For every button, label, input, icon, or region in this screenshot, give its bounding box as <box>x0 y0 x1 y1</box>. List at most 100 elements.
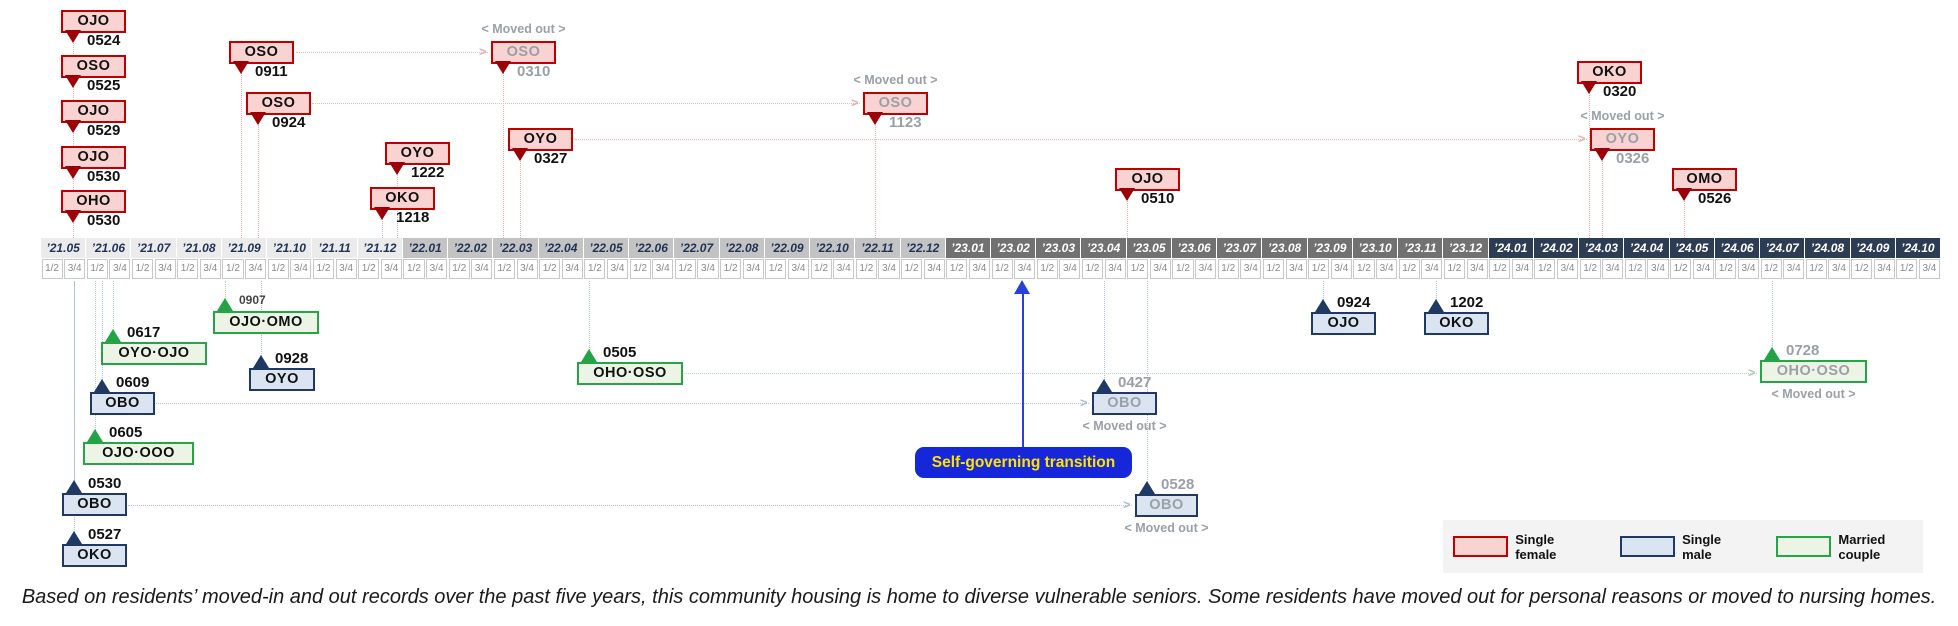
move-date-label: 0327 <box>534 150 568 167</box>
half-cell: 3/4 <box>290 259 312 279</box>
half-cell: 3/4 <box>1014 259 1036 279</box>
timeline-connector-line <box>1684 198 1685 238</box>
timeline-connector-line <box>74 281 75 532</box>
arrow-right-icon: > <box>1578 131 1586 146</box>
move-out-connector-line <box>156 403 1089 404</box>
half-cell: 1/2 <box>584 259 606 279</box>
half-cell: 3/4 <box>1240 259 1262 279</box>
move-date-label: 0524 <box>87 32 121 49</box>
moved-out-box: OYO <box>1590 128 1655 151</box>
move-date-label: 0527 <box>88 526 122 543</box>
moved-out-label: < Moved out > <box>1771 387 1856 401</box>
month-cell: ’23.01 <box>945 238 990 258</box>
half-cell: 3/4 <box>1602 259 1624 279</box>
timeline-connector-line <box>1147 281 1148 482</box>
move-date-label: 0911 <box>255 63 288 80</box>
move-marker-triangle-icon <box>65 30 81 43</box>
move-in-box: OKO <box>370 187 435 210</box>
move-in-box: OSO <box>246 92 311 115</box>
timeline-connector-line <box>1104 281 1105 380</box>
month-cell: ’22.04 <box>538 238 583 258</box>
half-cell: 1/2 <box>222 259 244 279</box>
half-cell: 3/4 <box>833 259 855 279</box>
month-cell: ’24.04 <box>1624 238 1669 258</box>
half-cell: 1/2 <box>177 259 199 279</box>
timeline-connector-line <box>1323 281 1324 300</box>
legend-item-single-male: Single male <box>1619 531 1748 562</box>
half-cell: 3/4 <box>697 259 719 279</box>
half-cell: 1/2 <box>901 259 923 279</box>
month-cell: ’22.08 <box>719 238 764 258</box>
move-date-label: 0609 <box>116 374 150 391</box>
half-cell: 1/2 <box>1851 259 1873 279</box>
month-cell: ’23.03 <box>1036 238 1081 258</box>
half-cell: 3/4 <box>64 259 86 279</box>
half-cell: 1/2 <box>539 259 561 279</box>
move-in-box: OBO <box>90 392 155 415</box>
timeline-connector-line <box>1436 281 1437 300</box>
half-cell: 3/4 <box>1421 259 1443 279</box>
move-in-box: OJO <box>61 10 126 33</box>
arrow-right-icon: > <box>851 95 859 110</box>
move-out-connector-line <box>575 139 1587 140</box>
half-cell: 1/2 <box>358 259 380 279</box>
half-cell: 3/4 <box>245 259 267 279</box>
half-cell: 3/4 <box>878 259 900 279</box>
legend-label: Single male <box>1682 531 1722 562</box>
half-cell: 1/2 <box>1579 259 1601 279</box>
half-cell: 1/2 <box>131 259 154 279</box>
moved-out-box: OBO <box>1135 494 1198 517</box>
move-date-label: 0924 <box>1337 294 1371 311</box>
half-cell: 1/2 <box>1127 259 1149 279</box>
timeline-connector-line <box>875 122 876 238</box>
moved-out-box: OBO <box>1092 392 1157 415</box>
move-date-label: 0427 <box>1118 374 1152 391</box>
move-marker-triangle-icon <box>66 480 82 493</box>
half-cell: 3/4 <box>1104 259 1126 279</box>
month-cell: ’23.09 <box>1307 238 1352 258</box>
month-cell: ’22.05 <box>583 238 629 258</box>
moved-out-box: OHO·OSO <box>1760 360 1867 383</box>
half-cell: 1/2 <box>267 259 289 279</box>
move-date-label: 0907 <box>239 293 266 307</box>
move-in-box: OYO <box>508 128 573 151</box>
move-marker-triangle-icon <box>495 61 511 74</box>
half-cell: 3/4 <box>1918 259 1940 279</box>
half-cell: 3/4 <box>1783 259 1805 279</box>
timeline-connector-line <box>225 281 226 299</box>
legend-label: Single female <box>1515 531 1557 562</box>
move-date-label: 0320 <box>1603 83 1637 100</box>
half-cell: 3/4 <box>1330 259 1352 279</box>
move-marker-triangle-icon <box>94 379 110 392</box>
move-in-box: OJO <box>1115 168 1180 191</box>
move-date-label: 0310 <box>517 63 551 80</box>
month-cell: ’22.07 <box>674 238 719 258</box>
legend-item-single-female: Single female <box>1453 532 1592 562</box>
single-female-swatch-icon <box>1453 536 1509 557</box>
move-in-box: OSO <box>229 41 294 64</box>
arrow-right-icon: > <box>1080 395 1088 410</box>
move-marker-triangle-icon <box>65 210 81 223</box>
half-cell: 3/4 <box>380 259 402 279</box>
moved-out-label: < Moved out > <box>1082 419 1167 433</box>
move-date-label: 1123 <box>889 114 922 131</box>
month-cell: ’22.11 <box>855 238 900 258</box>
move-in-box: OJO <box>61 146 126 169</box>
move-in-box: OMO <box>1672 168 1737 191</box>
arrow-up-icon <box>1014 280 1030 294</box>
move-in-box: OHO <box>61 190 126 213</box>
half-cell: 3/4 <box>516 259 538 279</box>
timeline-connector-line <box>73 220 74 238</box>
move-date-label: 0529 <box>87 122 121 139</box>
arrow-right-icon: > <box>1123 497 1131 512</box>
half-cell: 1/2 <box>86 259 108 279</box>
month-cell: ’22.12 <box>900 238 945 258</box>
move-marker-triangle-icon <box>233 61 249 74</box>
move-date-label: 1222 <box>411 164 445 181</box>
half-cell: 3/4 <box>335 259 357 279</box>
half-cell: 3/4 <box>923 259 945 279</box>
half-cell: 3/4 <box>968 259 990 279</box>
half-cell: 1/2 <box>1489 259 1511 279</box>
month-cell: ’24.05 <box>1669 238 1714 258</box>
timeline-connector-line <box>520 158 521 238</box>
